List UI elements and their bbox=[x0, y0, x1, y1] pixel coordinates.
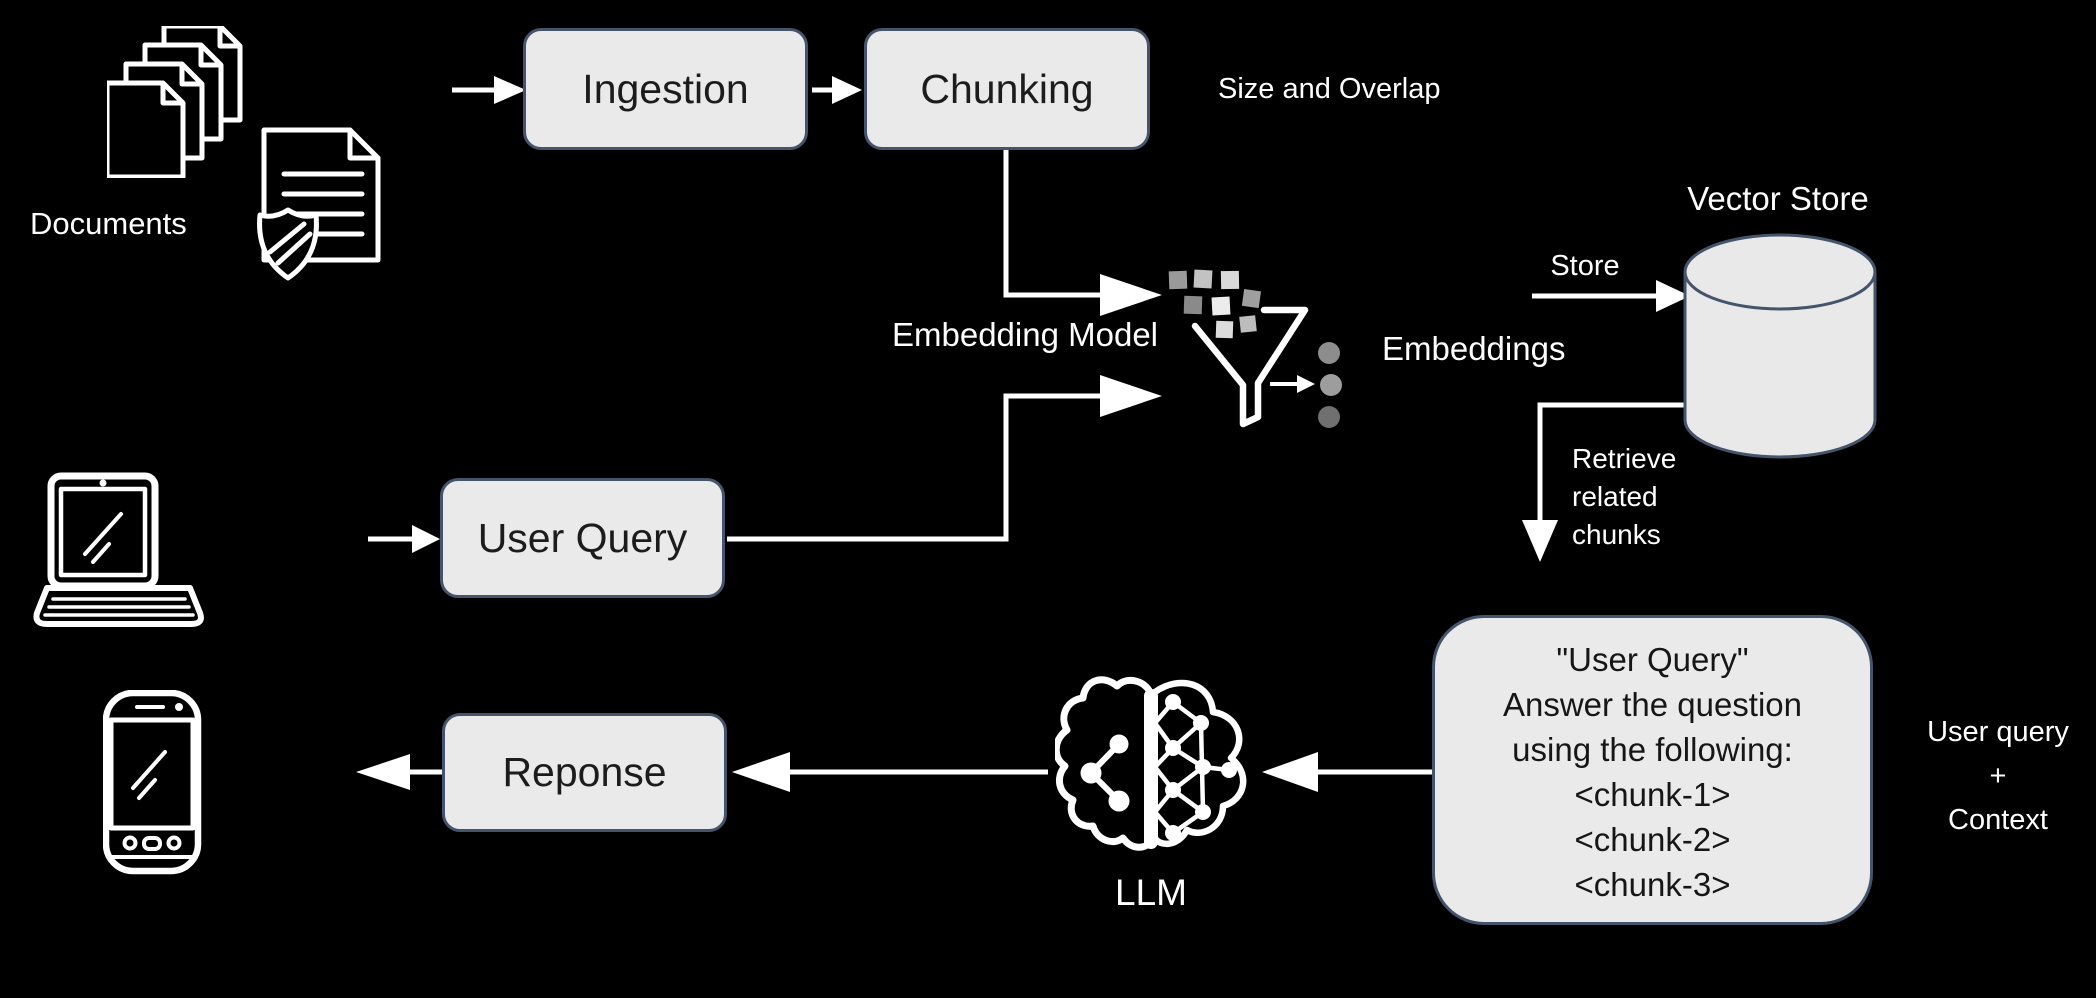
arrow-prompt-to-llm bbox=[1262, 752, 1434, 792]
brain-network-icon bbox=[1055, 676, 1247, 851]
user-query-plus-context-label: User query + Context bbox=[1916, 710, 2080, 842]
ingestion-node: Ingestion bbox=[523, 28, 808, 150]
store-label: Store bbox=[1550, 250, 1620, 282]
embedding-model-label: Embedding Model bbox=[892, 316, 1158, 353]
user-query-node: User Query bbox=[440, 478, 725, 598]
response-node: Reponse bbox=[442, 713, 727, 832]
prompt-line: "User Query" bbox=[1556, 641, 1749, 678]
shield-document-icon bbox=[257, 127, 381, 281]
prompt-node: "User Query" Answer the question using t… bbox=[1432, 615, 1873, 925]
embedding-dots-icon bbox=[1318, 342, 1342, 428]
prompt-line: <chunk-1> bbox=[1574, 776, 1731, 813]
arrow-device-to-userquery bbox=[368, 525, 440, 553]
chunking-node: Chunking bbox=[864, 28, 1150, 150]
response-label: Reponse bbox=[502, 749, 667, 795]
retrieve-label-line: related bbox=[1572, 481, 1658, 512]
embedding-funnel-icon bbox=[1168, 269, 1342, 428]
embeddings-label: Embeddings bbox=[1382, 330, 1566, 367]
vector-store-label: Vector Store bbox=[1687, 180, 1869, 217]
arrow-response-to-device bbox=[356, 754, 442, 790]
documents-label: Documents bbox=[30, 206, 187, 241]
ingestion-label: Ingestion bbox=[582, 65, 749, 112]
documents-stack-icon bbox=[107, 26, 243, 178]
prompt-line: using the following: bbox=[1512, 731, 1793, 768]
vector-store-cylinder-icon bbox=[1683, 233, 1877, 459]
arrow-into-ingestion bbox=[452, 76, 526, 104]
size-and-overlap-label: Size and Overlap bbox=[1218, 73, 1441, 105]
connector-chunking-to-embedding bbox=[1003, 150, 1162, 316]
arrow-llm-to-response bbox=[732, 752, 1048, 792]
connector-userquery-to-embedding bbox=[727, 375, 1162, 542]
funnel-output-arrow-icon bbox=[1270, 375, 1315, 393]
retrieve-related-chunks-label: Retrieve related chunks bbox=[1572, 440, 1676, 554]
laptop-icon bbox=[33, 472, 204, 627]
user-query-label: User Query bbox=[477, 514, 688, 561]
retrieve-label-line: chunks bbox=[1572, 519, 1661, 550]
llm-label: LLM bbox=[1115, 872, 1187, 913]
prompt-line: <chunk-2> bbox=[1574, 821, 1731, 858]
arrow-ingestion-to-chunking bbox=[812, 76, 862, 104]
smartphone-icon bbox=[103, 690, 202, 875]
retrieve-label-line: Retrieve bbox=[1572, 443, 1677, 474]
arrow-store-to-vectorstore bbox=[1532, 280, 1690, 312]
context-label-line: + bbox=[1989, 760, 2007, 792]
context-label-line: User query bbox=[1927, 716, 2069, 748]
connector-retrieve-chunks bbox=[1522, 402, 1687, 562]
context-label-line: Context bbox=[1948, 804, 2048, 836]
prompt-line: <chunk-3> bbox=[1574, 866, 1731, 903]
chunking-label: Chunking bbox=[920, 65, 1094, 112]
prompt-line: Answer the question bbox=[1502, 686, 1802, 723]
